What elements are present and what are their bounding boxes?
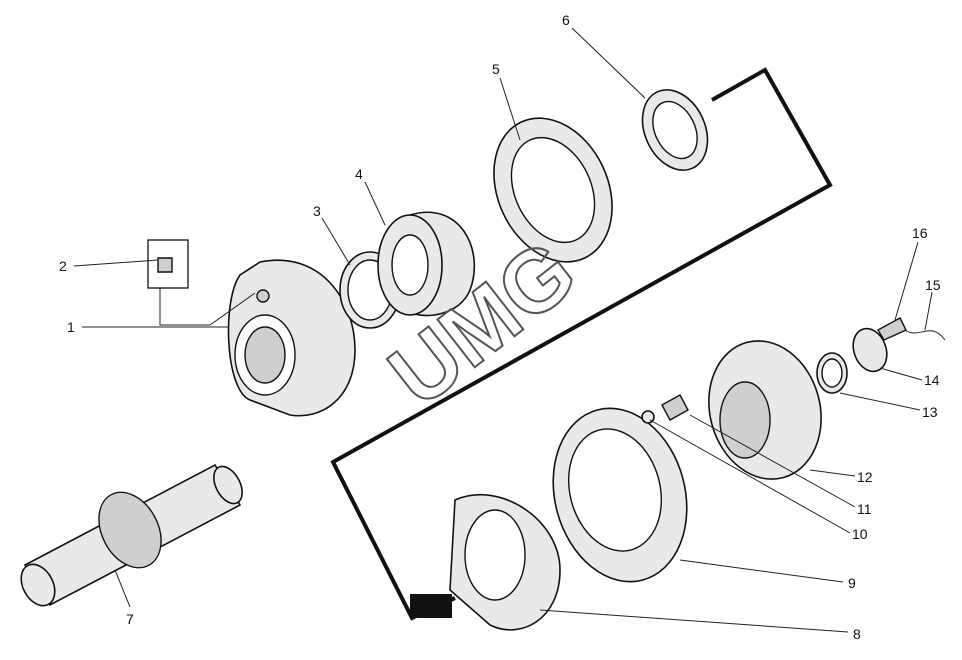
part-1-housing xyxy=(227,259,356,417)
part-11-bolt xyxy=(661,394,689,421)
callout-6: 6 xyxy=(562,12,570,28)
callout-10: 10 xyxy=(852,526,868,542)
callout-4: 4 xyxy=(355,166,363,182)
part-12-flange xyxy=(708,340,822,480)
part-2-grease-fitting xyxy=(147,239,256,326)
part-9-gasket xyxy=(552,407,688,583)
callout-14: 14 xyxy=(924,372,940,388)
callout-9: 9 xyxy=(848,575,856,591)
callout-13: 13 xyxy=(922,404,938,420)
callout-7: 7 xyxy=(126,611,134,627)
assembly-path-end xyxy=(410,594,452,618)
callout-2: 2 xyxy=(59,258,67,274)
leader-lines xyxy=(73,27,933,633)
part-16-bolt xyxy=(877,317,907,341)
part-5-gasket xyxy=(493,117,613,263)
part-13-ring xyxy=(816,352,848,394)
part-4-bearing xyxy=(377,211,475,317)
part-8-flange-cover xyxy=(449,494,561,631)
callout-5: 5 xyxy=(492,61,500,77)
part-7-shaft xyxy=(20,463,243,607)
callout-3: 3 xyxy=(313,203,321,219)
callout-16: 16 xyxy=(912,225,928,241)
callout-11: 11 xyxy=(857,501,872,517)
callout-15: 15 xyxy=(925,277,941,293)
callout-8: 8 xyxy=(853,626,861,642)
part-6-seal xyxy=(641,89,709,171)
callout-12: 12 xyxy=(857,469,873,485)
part-14-plate xyxy=(852,327,888,373)
part-15-lock-wire xyxy=(904,329,946,341)
callout-1: 1 xyxy=(67,319,75,335)
